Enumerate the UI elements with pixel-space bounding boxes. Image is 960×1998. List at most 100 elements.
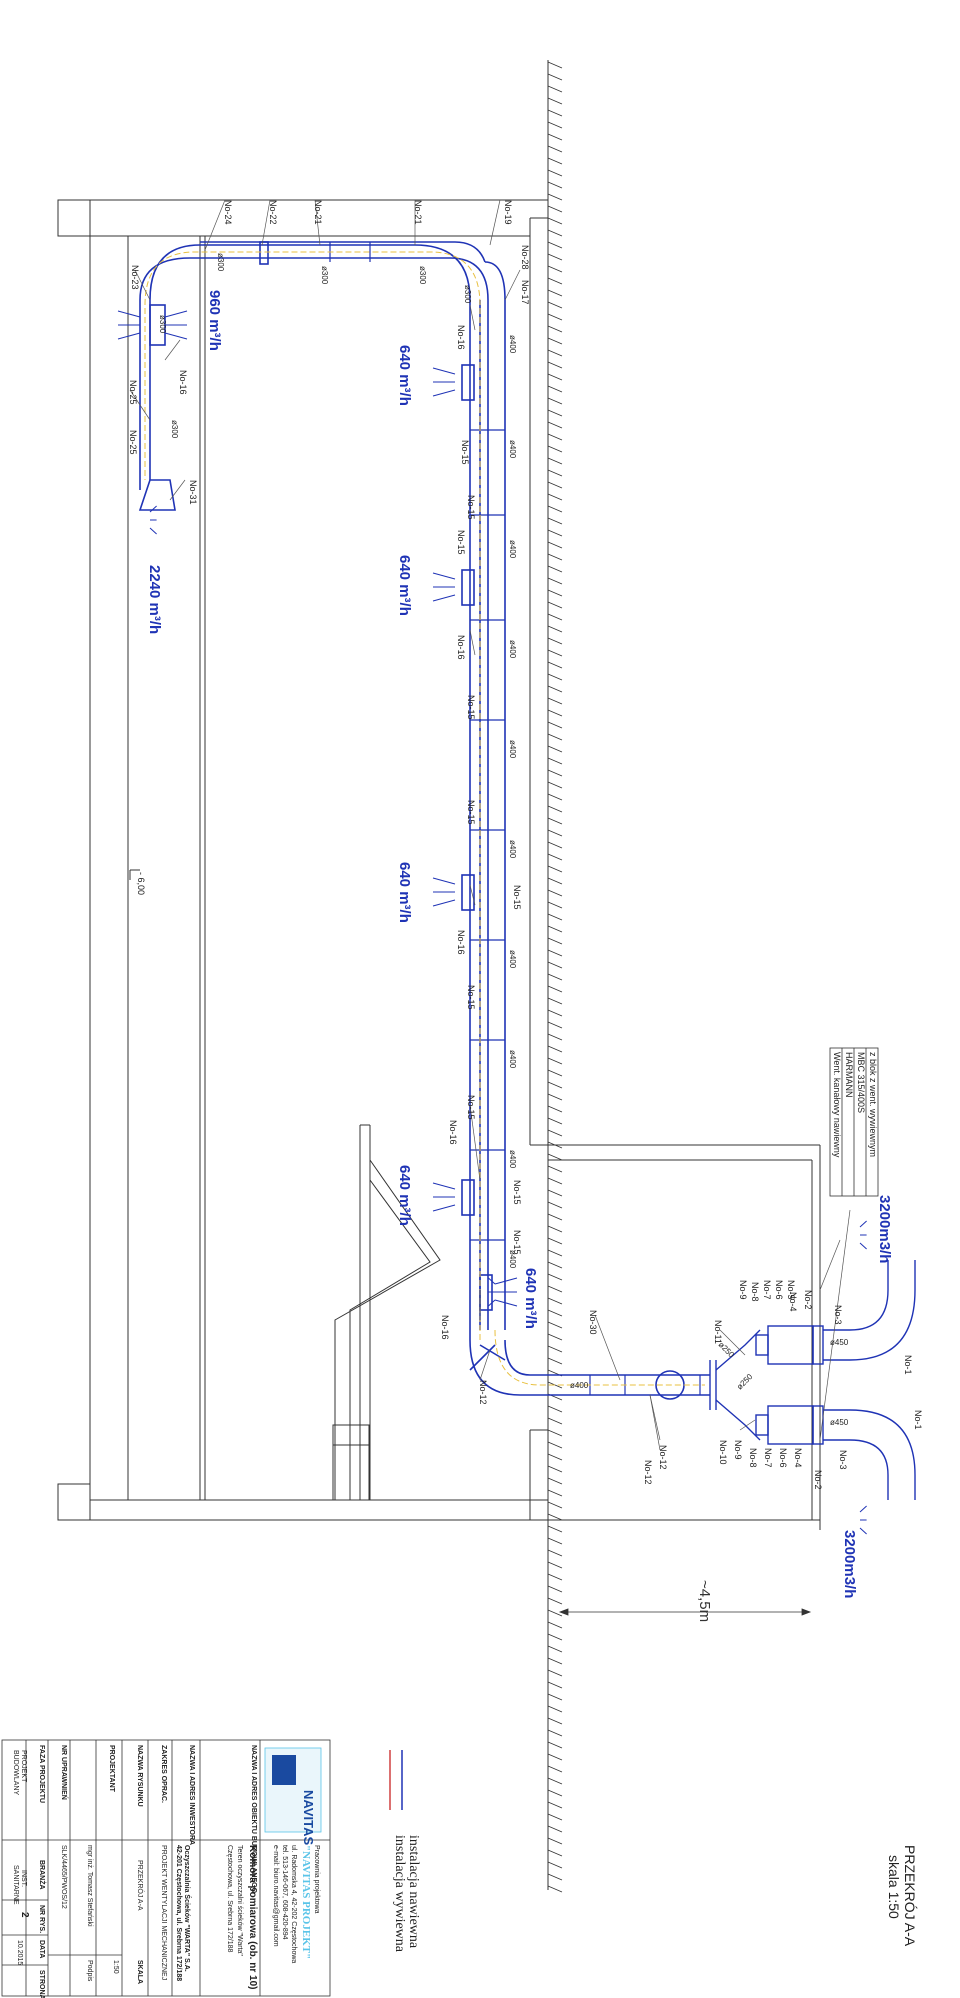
- diameter-d300a: ø300: [216, 253, 225, 272]
- diameter-d300c: ø300: [418, 266, 427, 285]
- title-block-designer-label: PROJEKTANT: [108, 1745, 115, 1793]
- label-no1b: No-1: [913, 1410, 923, 1430]
- title-block-designer-value: mgr inż. Tomasz Stefański: [86, 1845, 93, 1927]
- label-no15a: No-15: [460, 440, 470, 465]
- label-no2b: No-2: [813, 1470, 823, 1490]
- label-no21a: No-21: [313, 200, 323, 225]
- label-no4b: No-4: [793, 1448, 803, 1468]
- diameter-d400-8: ø400: [508, 1250, 517, 1269]
- diameter-d300e: ø300: [158, 315, 167, 334]
- title-block-company-mail: e-mail: biuro.navitas@gmail.com: [272, 1845, 279, 1947]
- title-block-sign-label: Podpis: [86, 1960, 93, 1982]
- diameter-d450a: ø450: [830, 1338, 849, 1347]
- label-no16e: No-16: [448, 1120, 458, 1145]
- label-no15i: No-15: [512, 1180, 522, 1205]
- diameter-d400-5: ø400: [508, 950, 517, 969]
- flow-f640_4: 640 m³/h: [396, 1165, 413, 1226]
- label-no30: No-30: [588, 1310, 598, 1335]
- diameter-d300b: ø300: [320, 266, 329, 285]
- label-no2a: No-2: [803, 1290, 813, 1310]
- title-block-name-label: NAZWA RYSUNKU: [136, 1745, 143, 1807]
- label-no22: No-22: [268, 200, 278, 225]
- title-block-drw-value: 2: [19, 1912, 30, 1918]
- building-structure: [57, 199, 821, 1530]
- label-no15b: No-15: [466, 495, 476, 520]
- label-no15f: No-15: [512, 885, 522, 910]
- diameter-d400-1: ø400: [508, 540, 517, 559]
- flow-arrows: [117, 310, 867, 1535]
- supply-duct: [138, 241, 710, 1400]
- leader-lines: [129, 199, 851, 1451]
- title-block-date-value: 10.2015: [16, 1940, 23, 1965]
- label-no17: No-17: [520, 280, 530, 305]
- diameter-d400-7: ø400: [508, 1150, 517, 1169]
- label-no7b: No-7: [763, 1448, 773, 1468]
- scale-title: PRZEKRÓJ A-A: [902, 1845, 918, 1947]
- flow-f960: 960 m³/h: [206, 290, 223, 351]
- label-no10: No-10: [718, 1440, 728, 1465]
- label-no6a: No-6: [774, 1280, 784, 1300]
- label-no16d: No-16: [456, 930, 466, 955]
- duct-joints: [329, 242, 701, 1395]
- label-no15d: No-15: [466, 695, 476, 720]
- unit-box-line3: MBC 315/400S: [856, 1052, 866, 1113]
- label-no24: No-24: [223, 200, 233, 225]
- title-block-page-label: STRONA: [38, 1970, 45, 1998]
- title-block-company-line1: Pracownia projektowa: [313, 1845, 320, 1914]
- label-no9a: No-9: [738, 1280, 748, 1300]
- unit-box-line1: Went. kanałowy nawiewny: [832, 1052, 842, 1158]
- label-no31: No-31: [188, 480, 198, 505]
- ground-line: [547, 60, 563, 1893]
- label-no12a: No-12: [478, 1380, 488, 1405]
- width-dimension: [558, 1608, 812, 1616]
- title-block-branch-value1: INST.: [20, 1870, 27, 1887]
- title-block-inv-value1: Oczyszczalnia Ścieków "WARTA" S.A.: [183, 1845, 192, 1972]
- diameter-d300d: ø300: [463, 285, 472, 304]
- legend-lines: [389, 1750, 403, 1810]
- label-no28: No-28: [520, 245, 530, 270]
- legend-exhaust: instalacja wywiewna: [392, 1835, 407, 1953]
- flow-f640_3: 640 m³/h: [396, 862, 413, 923]
- label-no4a: No-4: [788, 1292, 798, 1312]
- label-no15g: No-15: [466, 985, 476, 1010]
- flow-f3200_bot: 3200m3/h: [841, 1530, 858, 1598]
- diameter-d400: ø400: [508, 335, 517, 354]
- title-block-obj-value3: Częstochowa, ul. Srebrna 172/188: [226, 1845, 233, 1953]
- label-no15c: No-15: [456, 530, 466, 555]
- label-no8b: No-8: [748, 1448, 758, 1468]
- flow-f640_5: 640 m³/h: [522, 1268, 539, 1329]
- title-block-inv-value2: 42-201 Częstochowa, ul. Srebrna 172/188: [175, 1845, 182, 1981]
- label-no16f: No-16: [440, 1315, 450, 1340]
- width-dimension-label: ~4,5m: [696, 1580, 713, 1622]
- title-block-drw-label: NR RYS.: [38, 1905, 45, 1933]
- diameter-d400-0: ø400: [508, 440, 517, 459]
- level-marker: - 6,00: [136, 872, 146, 895]
- label-no15j: No-15: [512, 1230, 522, 1255]
- unit-box-line2: HARMANN: [844, 1052, 854, 1098]
- label-no21b: No-21: [413, 200, 423, 225]
- label-no5a: No-5: [786, 1280, 796, 1300]
- title-block-phase-label: FAZA PROJEKTU: [38, 1745, 45, 1803]
- label-no9b: No-9: [733, 1440, 743, 1460]
- flow-f2240: 2240 m³/h: [146, 565, 163, 634]
- label-no8a: No-8: [750, 1282, 760, 1302]
- label-no11: No-11: [713, 1320, 723, 1344]
- title-block-scope-value: PROJEKT WENTYLACJI MECHANICZNEJ: [160, 1845, 167, 1980]
- title-block-branch-value2: SANITARNE: [12, 1865, 19, 1905]
- label-no23: No-23: [130, 265, 140, 290]
- title-block-company-tel: tel. 513-146-067, 608-420-894: [281, 1845, 288, 1940]
- label-no25a: No-25: [128, 380, 138, 405]
- label-no12c: No-12: [643, 1460, 653, 1485]
- label-no16c: No-16: [456, 635, 466, 660]
- diameter-d400h: ø400: [570, 1381, 589, 1390]
- diameter-d400-2: ø400: [508, 640, 517, 659]
- duct-centerline: [144, 251, 705, 1386]
- label-no3a: No-3: [833, 1305, 843, 1325]
- flow-f640_1: 640 m³/h: [396, 345, 413, 406]
- diameter-d250b: ø250: [735, 1372, 755, 1392]
- diameter-d300f: ø300: [170, 420, 179, 439]
- legend-supply: instalacja nawiewna: [406, 1835, 421, 1949]
- title-block-date-label: DATA: [38, 1940, 45, 1958]
